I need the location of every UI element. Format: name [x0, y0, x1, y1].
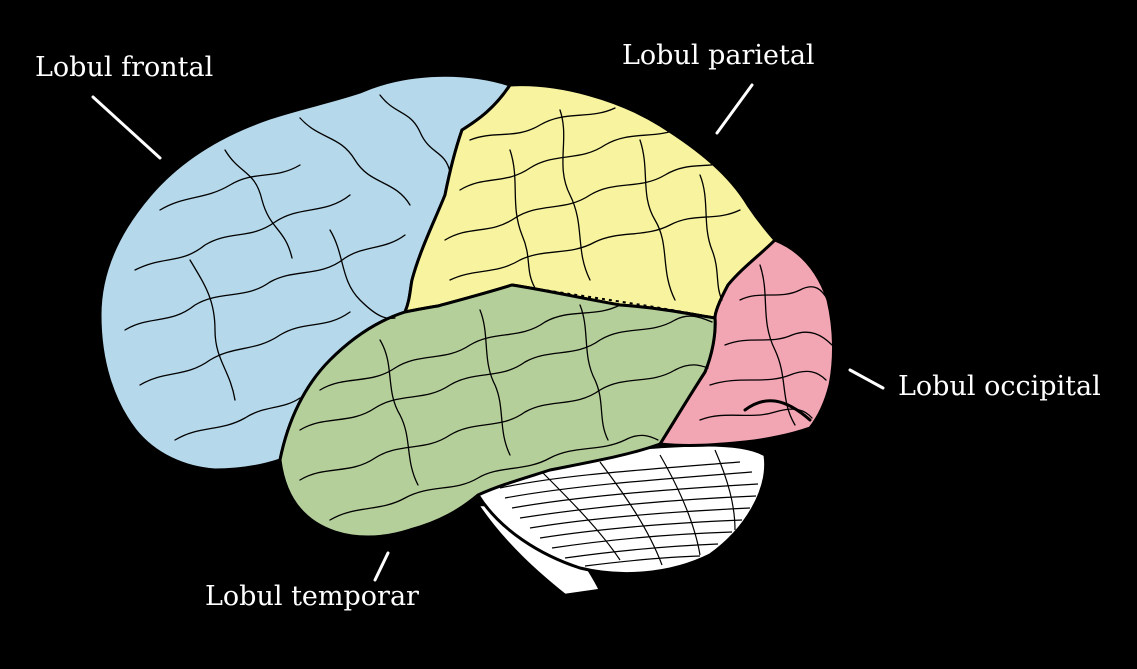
label-frontal-lobe: Lobul frontal — [35, 52, 214, 83]
leader-line-frontal — [91, 95, 162, 160]
label-occipital-lobe: Lobul occipital — [898, 371, 1101, 402]
leader-line-temporal — [373, 551, 390, 582]
leader-lines — [91, 83, 885, 582]
cerebellum — [476, 443, 768, 576]
leader-line-parietal — [715, 83, 754, 135]
label-parietal-lobe: Lobul parietal — [622, 40, 815, 71]
temporal-lobe — [278, 283, 717, 539]
label-temporal-lobe: Lobul temporar — [205, 581, 419, 612]
occipital-lobe — [657, 238, 835, 447]
leader-line-occipital — [848, 368, 885, 390]
brain-gyri-lines — [124, 94, 833, 521]
